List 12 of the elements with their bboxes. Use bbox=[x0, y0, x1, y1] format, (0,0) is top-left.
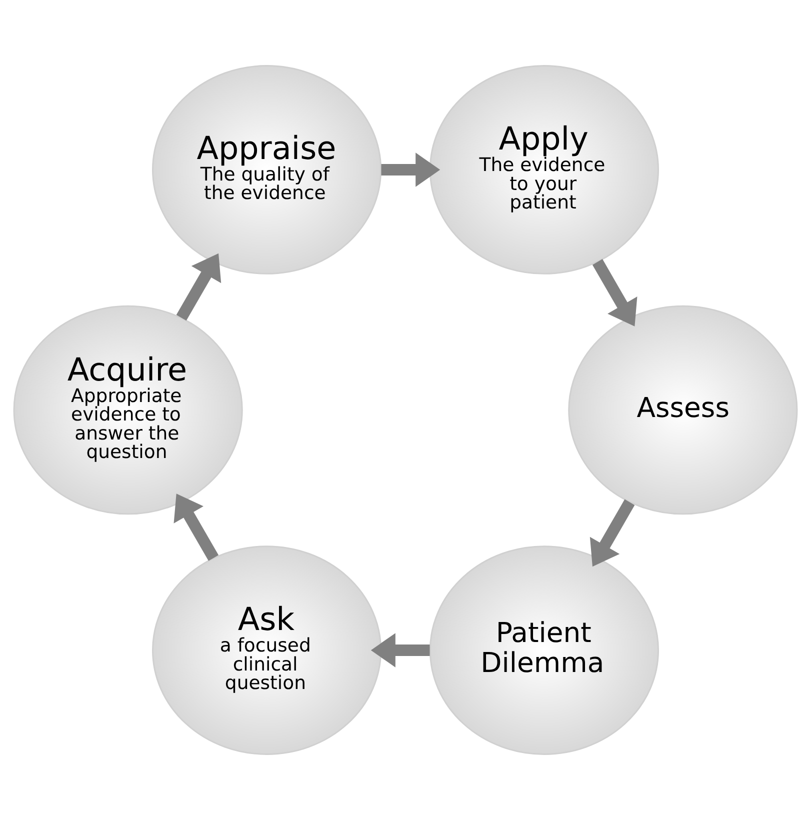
arrow bbox=[381, 152, 440, 187]
node-circle: Apply The evidence to your patient bbox=[429, 65, 660, 274]
arrow bbox=[590, 499, 635, 567]
arrow bbox=[176, 253, 222, 321]
node-circle: Acquire Appropriate evidence to answer the question bbox=[13, 305, 243, 515]
node-circle: Appraise The quality of the evidence bbox=[152, 65, 382, 274]
arrow bbox=[592, 259, 638, 326]
node-circle: Ask a focused clinical question bbox=[152, 546, 382, 755]
node-circle: Patient Dilemma bbox=[429, 546, 660, 755]
node-circle: Assess bbox=[568, 305, 798, 515]
arrow bbox=[174, 494, 219, 561]
arrow bbox=[370, 633, 430, 668]
